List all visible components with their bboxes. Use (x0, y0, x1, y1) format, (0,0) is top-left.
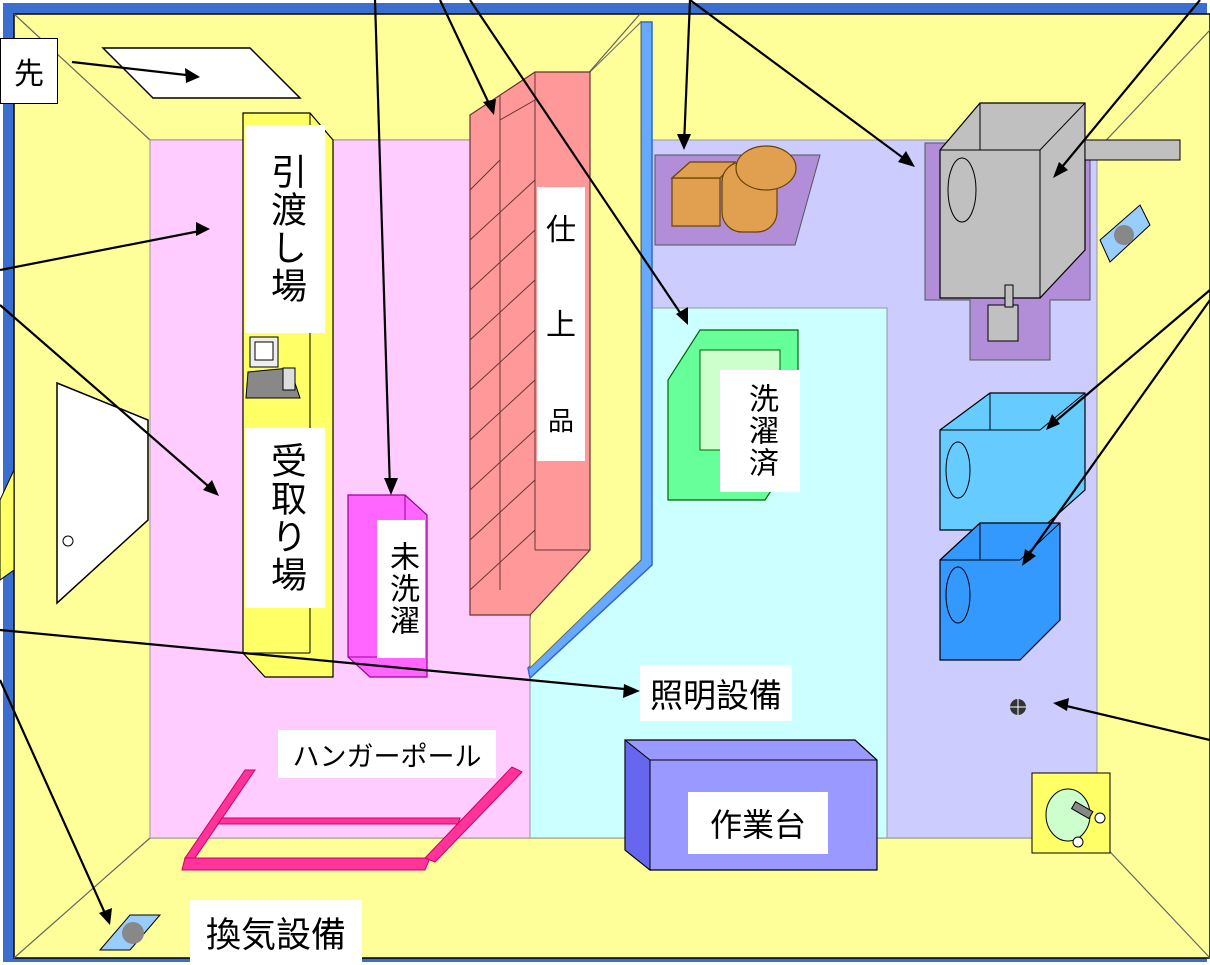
dryer-duct (1084, 139, 1181, 161)
hikiwatashi-label: 引渡し場 (245, 125, 325, 333)
shiagehin-label-3: 品 (537, 377, 585, 461)
sentakuzumi-label: 洗濯済 (720, 370, 800, 492)
hanger-pole-label: ハンガーポール (278, 730, 496, 778)
fan-icon (1099, 204, 1151, 263)
computer-icon (245, 336, 301, 399)
leader-arrows (0, 0, 1210, 921)
drain-icon (1010, 699, 1026, 715)
fan-icon-2 (98, 914, 162, 951)
shelf-lines (469, 72, 590, 591)
supply-boxes (670, 145, 797, 233)
door-mat (101, 47, 302, 99)
arrow-heads (99, 68, 1069, 925)
uketori-label: 受取り場 (245, 428, 325, 608)
shiagehin-label-2: 上 (537, 267, 585, 377)
hanger-pole (181, 766, 523, 871)
left-door-edge (0, 469, 15, 581)
shiagehin-label-1: 仕 (537, 187, 585, 267)
sink-icon (1031, 772, 1111, 854)
lighting-label: 照明設備 (640, 665, 792, 721)
ventilation-label: 換気設備 (190, 900, 362, 965)
misentaku-label: 未洗濯 (377, 520, 425, 658)
callout-topleft-label: 先 (0, 38, 58, 104)
dryer (939, 102, 1086, 299)
workbench-label: 作業台 (688, 792, 828, 854)
